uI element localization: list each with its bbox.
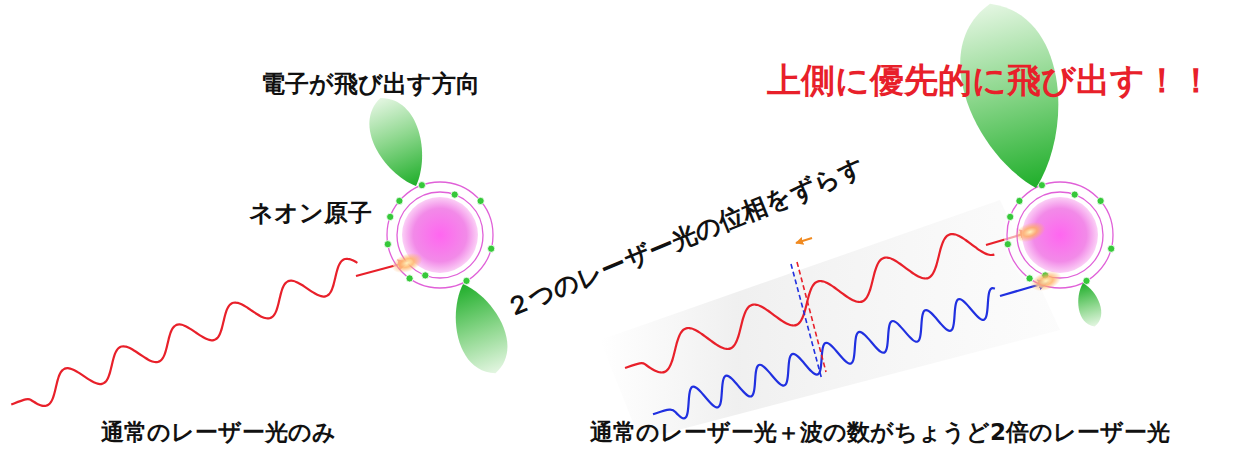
phase-line [791, 264, 822, 380]
electron [477, 197, 484, 204]
laser-waves [11, 232, 1048, 418]
electron-lobe [945, 0, 1081, 199]
electron-lobe [1073, 280, 1106, 329]
electron [1007, 213, 1014, 220]
electron [1038, 182, 1045, 189]
electron [422, 272, 429, 279]
electron [1097, 197, 1104, 204]
neon-atom [945, 0, 1116, 329]
electron [1016, 197, 1023, 204]
electron [1108, 245, 1115, 252]
phase-line [797, 262, 826, 372]
caption-label: 通常のレーザー光のみ [101, 419, 336, 445]
electron [1083, 277, 1090, 284]
electron [387, 213, 394, 220]
electron [418, 182, 425, 189]
red-laser-wave [11, 259, 357, 406]
electron [463, 277, 470, 284]
electron-lobe [359, 89, 438, 195]
electron [406, 275, 413, 282]
electron-lobe [441, 276, 517, 381]
caption-label: 通常のレーザー光＋波の数がちょうど2倍のレーザー光 [590, 419, 1170, 445]
impact-flash [389, 249, 425, 277]
impact-flash [1028, 267, 1064, 295]
impact-flash [1012, 218, 1048, 246]
electron [1004, 241, 1011, 248]
highlight-label: 上側に優先的に飛び出す！！ [767, 61, 1213, 100]
neon-atoms [359, 0, 1116, 381]
electron [384, 241, 391, 248]
electron [488, 245, 495, 252]
callout-label: 電子が飛び出す方向 [261, 71, 480, 99]
electron [396, 197, 403, 204]
electron [451, 191, 458, 198]
neon-atom [359, 89, 518, 381]
electron [1071, 191, 1078, 198]
blue-laser-wave [653, 288, 995, 418]
part-label: ネオン原子 [249, 200, 372, 228]
shift-arrow [796, 238, 812, 243]
